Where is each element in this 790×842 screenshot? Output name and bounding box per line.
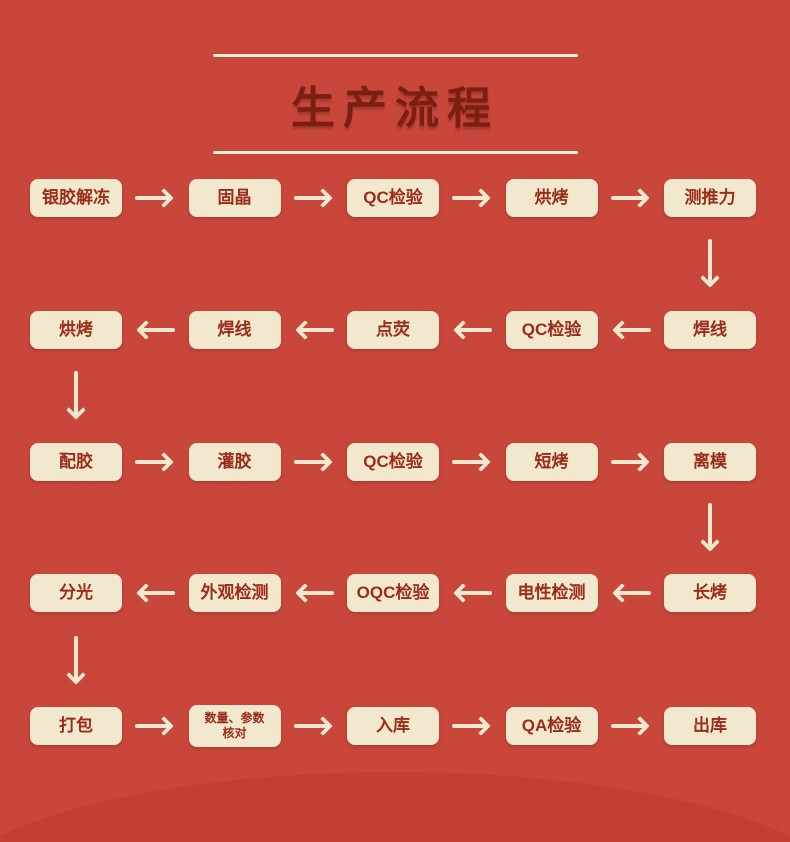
flow-step-label: 焊线 xyxy=(693,319,727,339)
flow-step: QA检验 xyxy=(505,707,598,745)
flow-step-label: 出库 xyxy=(693,715,727,735)
bottom-arc-decoration xyxy=(0,772,790,842)
arrow-right-icon xyxy=(610,454,652,470)
flow-step: 测推力 xyxy=(664,179,756,217)
arrow-left-icon xyxy=(610,322,652,338)
flow-step: 配胶 xyxy=(30,443,122,481)
flow-step: 点荧 xyxy=(347,311,439,349)
arrow-left-icon xyxy=(610,585,652,601)
flow-step-label: 烘烤 xyxy=(534,187,569,207)
flow-step: OQC检验 xyxy=(347,574,439,612)
flow-row-1: 银胶解冻 固晶 QC检验 烘烤 测推力 xyxy=(30,179,756,217)
flow-row-2: 烘烤 焊线 点荧 QC检验 焊线 xyxy=(30,311,756,349)
flow-step-label: QC检验 xyxy=(521,319,582,339)
flow-step-label: 短烤 xyxy=(534,451,569,471)
arrow-right-icon xyxy=(293,454,335,470)
flow-step-label: 离模 xyxy=(693,451,727,471)
flow-row-3: 配胶 灌胶 QC检验 短烤 离模 xyxy=(30,443,756,481)
flow-step: 数量、参数 核对 xyxy=(188,705,281,747)
flow-step-label-line2: 核对 xyxy=(222,726,247,740)
flow-step-label: 固晶 xyxy=(217,187,252,207)
flow-step: 长烤 xyxy=(664,574,756,612)
arrow-left-icon xyxy=(134,322,176,338)
flow-step-label: 外观检测 xyxy=(200,582,269,602)
flow-step: 外观检测 xyxy=(188,574,281,612)
flow-step: 银胶解冻 xyxy=(30,179,122,217)
flow-step-label: 入库 xyxy=(376,715,410,735)
flow-step-label: 银胶解冻 xyxy=(42,187,110,207)
flow-step-label: 灌胶 xyxy=(217,451,252,471)
flow-step: QC检验 xyxy=(347,443,439,481)
flow-step: 烘烤 xyxy=(30,311,122,349)
flow-step: 灌胶 xyxy=(188,443,281,481)
flow-step-label: 配胶 xyxy=(59,451,93,471)
flow-step: 分光 xyxy=(30,574,122,612)
arrow-right-icon xyxy=(610,718,652,734)
page-title: 生产流程 xyxy=(291,84,499,133)
flow-step-label: 长烤 xyxy=(693,582,727,602)
flow-step-label: 测推力 xyxy=(684,187,736,207)
flow-step-label: QC检验 xyxy=(363,187,423,207)
arrow-right-icon xyxy=(134,454,176,470)
flow-step-label: QC检验 xyxy=(363,451,423,471)
title-divider-top xyxy=(212,54,578,57)
arrow-right-icon xyxy=(134,190,176,206)
flow-step: 离模 xyxy=(664,443,756,481)
arrow-left-icon xyxy=(451,322,493,338)
arrow-down-icon xyxy=(68,370,84,422)
flow-step: 焊线 xyxy=(664,311,756,349)
arrow-right-icon xyxy=(134,718,176,734)
arrow-down-icon xyxy=(702,502,718,554)
arrow-down-icon xyxy=(702,238,718,290)
flow-step-label-line1: 数量、参数 xyxy=(204,711,265,725)
flow-step-label: 焊线 xyxy=(217,319,252,339)
arrow-right-icon xyxy=(451,454,493,470)
flow-step-label: 分光 xyxy=(59,582,93,602)
arrow-right-icon xyxy=(610,190,652,206)
arrow-right-icon xyxy=(293,190,335,206)
arrow-left-icon xyxy=(293,585,335,601)
flow-row-4: 分光 外观检测 OQC检验 电性检测 长烤 xyxy=(30,574,756,612)
flow-step: 烘烤 xyxy=(505,179,598,217)
flow-step: 出库 xyxy=(664,707,756,745)
flow-step: 电性检测 xyxy=(505,574,598,612)
arrow-right-icon xyxy=(451,718,493,734)
flow-step: 短烤 xyxy=(505,443,598,481)
title-block: 生产流程 xyxy=(0,54,790,154)
flow-step-label: OQC检验 xyxy=(356,582,430,602)
arrow-left-icon xyxy=(451,585,493,601)
flow-step-label: 电性检测 xyxy=(517,582,586,602)
flow-step: QC检验 xyxy=(505,311,598,349)
flow-step-label: 点荧 xyxy=(376,319,410,339)
flow-step-label: QA检验 xyxy=(521,715,582,735)
flow-step: 打包 xyxy=(30,707,122,745)
arrow-down-icon xyxy=(68,635,84,687)
flow-step: 固晶 xyxy=(188,179,281,217)
title-divider-bottom xyxy=(212,151,578,154)
flow-step: 入库 xyxy=(347,707,439,745)
flow-step: QC检验 xyxy=(347,179,439,217)
arrow-right-icon xyxy=(451,190,493,206)
arrow-left-icon xyxy=(293,322,335,338)
arrow-left-icon xyxy=(134,585,176,601)
flow-row-5: 打包 数量、参数 核对 入库 QA检验 出库 xyxy=(30,705,756,747)
flow-step-label: 烘烤 xyxy=(59,319,93,339)
flow-step-label: 打包 xyxy=(59,715,93,735)
flow-step: 焊线 xyxy=(188,311,281,349)
arrow-right-icon xyxy=(293,718,335,734)
